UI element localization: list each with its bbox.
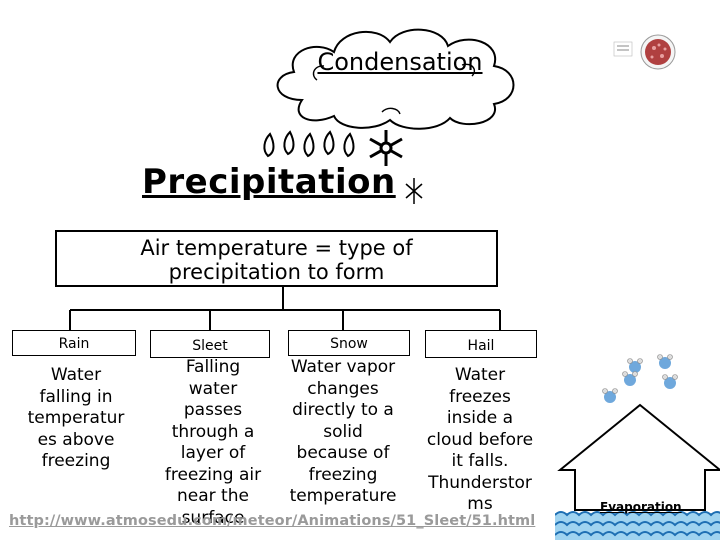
- snow-line: solid: [323, 421, 363, 442]
- snow-line: because of: [296, 443, 390, 463]
- sleet-line: through a: [171, 421, 255, 442]
- snow-header: Snow: [330, 336, 368, 352]
- hail-line: Thunderstor: [428, 472, 532, 493]
- hail-line: ms: [467, 494, 493, 514]
- snow-description: Water vapor changes directly to a solid …: [283, 357, 403, 508]
- hail-line: freezes: [449, 386, 511, 407]
- sleet-line: near the: [177, 486, 249, 506]
- sleet-line: freezing air: [164, 464, 262, 485]
- snow-line: directly to a: [292, 400, 394, 420]
- snow-line: Water vapor: [290, 357, 396, 377]
- hail-line: inside a: [446, 408, 514, 428]
- rain-line: es above: [37, 429, 115, 450]
- sleet-header-box: Sleet: [150, 330, 270, 358]
- sleet-line: layer of: [180, 443, 246, 463]
- snow-line: temperature: [289, 486, 397, 506]
- rain-header-box: Rain: [12, 330, 136, 356]
- sleet-description: Falling water passes through a layer of …: [150, 357, 276, 529]
- condensation-label: Condensation: [317, 48, 483, 76]
- hail-description: Water freezes inside a cloud before it f…: [420, 365, 540, 516]
- snow-line: changes: [307, 378, 379, 399]
- snow-header-box: Snow: [288, 330, 410, 356]
- snow-line: freezing: [308, 464, 378, 485]
- rain-line: temperatur: [27, 408, 125, 428]
- hail-line: it falls.: [451, 451, 509, 471]
- sleet-line: water: [188, 378, 238, 399]
- rain-header: Rain: [58, 336, 90, 352]
- hail-line: Water: [454, 365, 506, 385]
- evaporation-label: Evaporation: [600, 500, 682, 514]
- water-molecule-icon: [602, 354, 678, 403]
- root-line-1: Air temperature = type of: [140, 236, 413, 260]
- snowflake-small-icon: [405, 178, 423, 204]
- sleet-line: passes: [183, 400, 243, 420]
- hail-header: Hail: [467, 338, 495, 354]
- droplet-diagram-icon: [613, 34, 676, 70]
- house-arrow-icon: [555, 354, 720, 540]
- snowflake-icon: [369, 130, 403, 166]
- rain-line: Water: [50, 365, 102, 385]
- sleet-line: surface: [181, 507, 245, 528]
- precipitation-drops-icon: [263, 130, 403, 166]
- root-line-2: precipitation to form: [168, 260, 385, 284]
- rain-line: falling in: [39, 386, 113, 407]
- rain-line: freezing: [41, 451, 111, 471]
- water-waves-icon: [555, 511, 720, 540]
- sleet-header: Sleet: [192, 338, 228, 354]
- sleet-line: Falling: [185, 357, 241, 377]
- page-title: Precipitation: [142, 162, 396, 202]
- root-concept-box: Air temperature = type of precipitation …: [55, 230, 498, 287]
- source-link[interactable]: http://www.atmosedu.com/meteor/Animation…: [9, 513, 536, 529]
- hail-line: cloud before: [426, 429, 534, 450]
- rain-description: Water falling in temperatur es above fre…: [14, 365, 138, 473]
- cloud-icon: [276, 28, 515, 130]
- hail-header-box: Hail: [425, 330, 537, 358]
